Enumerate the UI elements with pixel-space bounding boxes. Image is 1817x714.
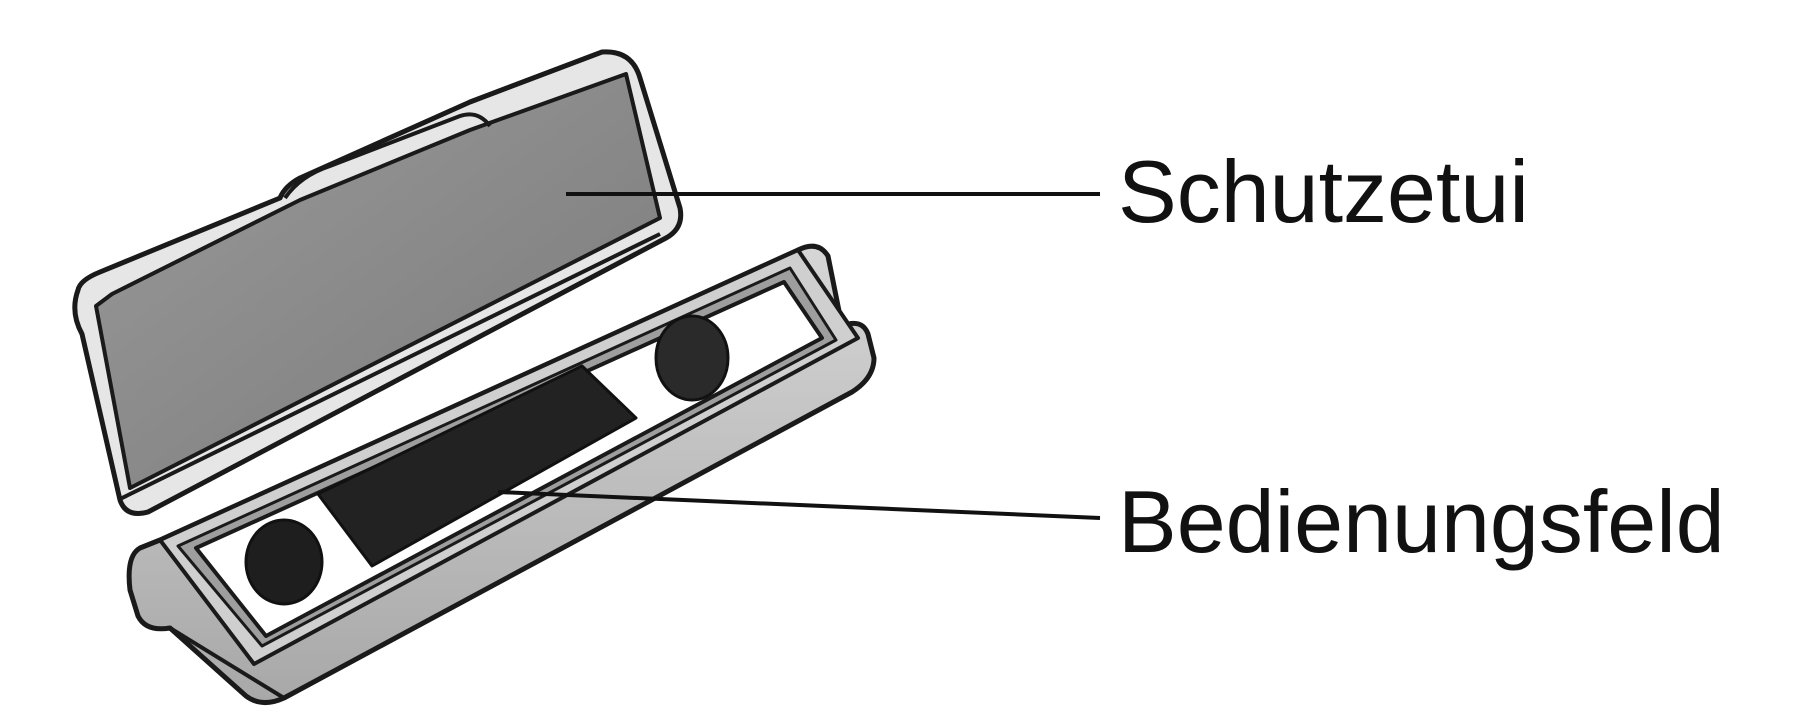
control-panel xyxy=(194,280,824,638)
control-panel-display xyxy=(316,364,638,568)
lid-hinge-rim xyxy=(117,232,661,502)
case-lid xyxy=(72,49,684,516)
label-protective-case: Schutzetui xyxy=(1118,142,1529,241)
control-panel-knob-right xyxy=(654,314,730,402)
control-panel-knob-left xyxy=(244,518,324,606)
leader-line-control-panel xyxy=(497,490,1101,520)
base-front-edge xyxy=(168,626,286,700)
lid-inner-surface xyxy=(94,72,662,490)
label-control-panel: Bedienungsfeld xyxy=(1118,472,1725,571)
lid-top-notch xyxy=(283,112,492,200)
